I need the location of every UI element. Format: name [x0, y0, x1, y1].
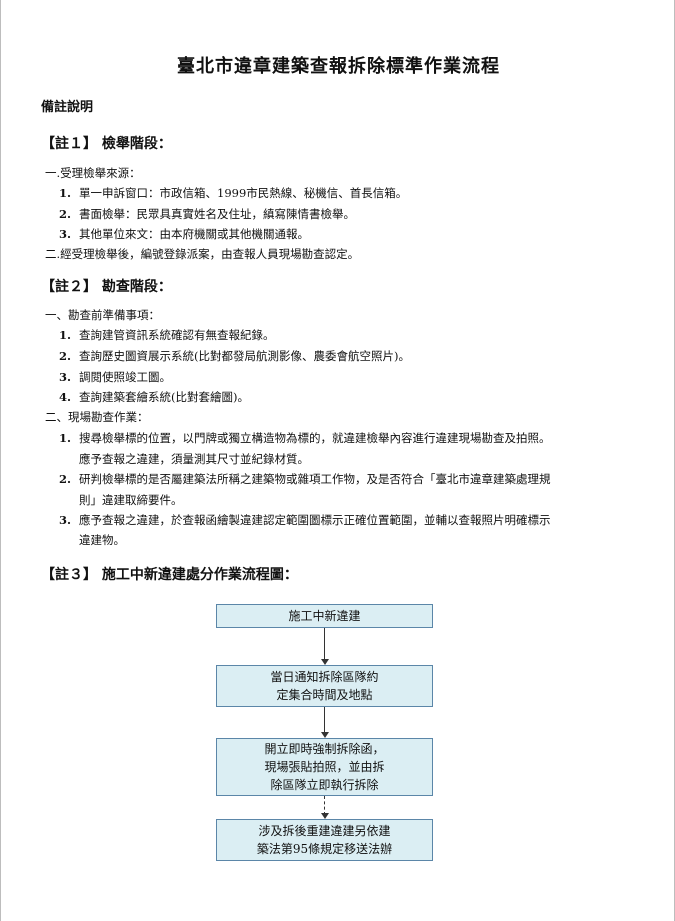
- note3-heading: 【註３】 施工中新違建處分作業流程圖：: [41, 567, 298, 583]
- flow-step-line: 開立即時強制拆除函，: [264, 742, 385, 756]
- item-number: 1.: [59, 328, 72, 342]
- flow-step-line: 施工中新違建: [288, 609, 361, 623]
- note2-heading: 【註２】 勘查階段：: [41, 279, 172, 295]
- item-number: 1.: [59, 431, 72, 445]
- flow-arrow-icon: [321, 813, 329, 819]
- item-text: 應予查報之違建，於查報函繪製違建認定範圍圖標示正確位置範圍，並輔以查報照片明確標…: [79, 513, 551, 527]
- item-text-continued: 應予查報之違建，須量測其尺寸並紀錄材質。: [79, 452, 309, 466]
- note2-field-item: 2. 研判檢舉標的是否屬建築法所稱之建築物或雜項工作物，及是否符合「臺北市違章建築…: [59, 471, 551, 487]
- item-text: 查詢建管資訊系統確認有無查報紀錄。: [79, 328, 275, 342]
- item-text: 查詢建築套繪系統(比對套繪圖)。: [79, 390, 249, 404]
- item-number: 3.: [59, 370, 72, 384]
- note2-intro1: 一、勘查前準備事項：: [45, 308, 160, 322]
- item-text: 搜尋檢舉標的位置，以門牌或獨立構造物為標的，就違建檢舉內容進行違建現場勘查及拍照…: [79, 431, 551, 445]
- item-text-continued: 則」違建取締要件。: [79, 493, 183, 507]
- flow-step-line: 築法第95條規定移送法辦: [256, 842, 393, 856]
- remarks-heading: 備註說明: [41, 100, 94, 115]
- item-number: 4.: [59, 390, 72, 404]
- flow-step-line: 除區隊立即執行拆除: [270, 778, 379, 792]
- note2-prep-item: 2. 查詢歷史圖資展示系統(比對都發局航測影像、農委會航空照片)。: [59, 348, 410, 364]
- note2-prep-item: 4. 查詢建築套繪系統(比對套繪圖)。: [59, 389, 249, 405]
- item-number: 2.: [59, 349, 72, 363]
- item-number: 1.: [59, 186, 72, 200]
- note2-prep-item: 1. 查詢建管資訊系統確認有無查報紀錄。: [59, 327, 275, 343]
- item-text: 單一申訴窗口：市政信箱、1999市民熱線、秘機信、首長信箱。: [79, 186, 408, 200]
- note1-item: 3. 其他單位來文：由本府機關或其他機關通報。: [59, 226, 309, 242]
- note2-intro2: 二、現場勘查作業：: [45, 410, 149, 424]
- item-number: 2.: [59, 207, 72, 221]
- item-text: 查詢歷史圖資展示系統(比對都發局航測影像、農委會航空照片)。: [79, 349, 410, 363]
- note1-closing: 二.經受理檢舉後，編號登錄派案，由查報人員現場勘查認定。: [45, 247, 360, 261]
- flow-step-new-construction: 施工中新違建: [216, 604, 433, 628]
- item-text: 其他單位來文：由本府機關或其他機關通報。: [79, 227, 309, 241]
- flow-step-line: 涉及拆後重建違建另依建: [258, 824, 391, 838]
- item-number: 3.: [59, 227, 72, 241]
- item-text: 書面檢舉：民眾具真實姓名及住址，縝寫陳情書檢舉。: [79, 207, 355, 221]
- flow-connector-dashed: [324, 796, 325, 815]
- flow-connector: [324, 707, 325, 734]
- flow-arrow-icon: [321, 732, 329, 738]
- flow-step-line: 當日通知拆除區隊約: [270, 670, 379, 684]
- flow-step-line: 定集合時間及地點: [276, 688, 373, 702]
- item-number: 2.: [59, 472, 72, 486]
- flow-step-legal-referral: 涉及拆後重建違建另依建 築法第95條規定移送法辦: [216, 819, 433, 861]
- item-text: 調閱使照竣工圖。: [79, 370, 171, 384]
- flow-step-notify-team: 當日通知拆除區隊約 定集合時間及地點: [216, 665, 433, 707]
- item-text-continued: 違建物。: [79, 533, 125, 547]
- note2-prep-item: 3. 調閱使照竣工圖。: [59, 369, 171, 385]
- flow-step-line: 現場張貼拍照，並由拆: [264, 760, 385, 774]
- note1-heading: 【註１】 檢舉階段：: [41, 136, 172, 152]
- flow-connector: [324, 628, 325, 661]
- note1-item: 2. 書面檢舉：民眾具真實姓名及住址，縝寫陳情書檢舉。: [59, 206, 355, 222]
- note1-intro: 一.受理檢舉來源：: [45, 166, 141, 180]
- flow-step-immediate-demolition: 開立即時強制拆除函， 現場張貼拍照，並由拆 除區隊立即執行拆除: [216, 738, 433, 796]
- note1-item: 1. 單一申訴窗口：市政信箱、1999市民熱線、秘機信、首長信箱。: [59, 185, 407, 201]
- note2-field-item: 1. 搜尋檢舉標的位置，以門牌或獨立構造物為標的，就違建檢舉內容進行違建現場勘查及…: [59, 430, 551, 446]
- document-title: 臺北市違章建築查報拆除標準作業流程: [177, 56, 500, 77]
- item-text: 研判檢舉標的是否屬建築法所稱之建築物或雜項工作物，及是否符合「臺北市違章建築處理…: [79, 472, 551, 486]
- note2-field-item: 3. 應予查報之違建，於查報函繪製違建認定範圍圖標示正確位置範圍，並輔以查報照片明…: [59, 512, 551, 528]
- flow-arrow-icon: [321, 659, 329, 665]
- item-number: 3.: [59, 513, 72, 527]
